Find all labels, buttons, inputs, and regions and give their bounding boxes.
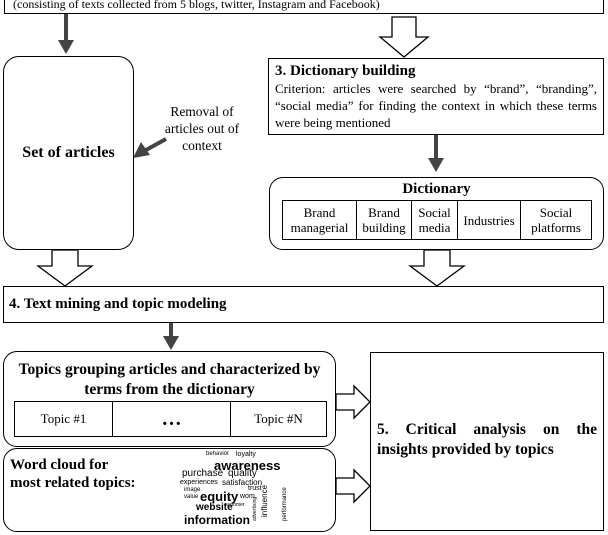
critical-analysis-text: 5. Critical analysis on the insights pro…: [377, 420, 597, 458]
word-cloud-box: Word cloud for most related topics: beha…: [3, 448, 336, 532]
top-box-text: (consisting of texts collected from 5 bl…: [13, 0, 380, 11]
word-cloud-title-line-2: most related topics:: [10, 475, 136, 491]
dictionary-cell-brand-building: Brand building: [357, 201, 412, 239]
block-arrow-topics-to-analysis: [335, 384, 371, 420]
word-experiences: experiences: [180, 479, 218, 486]
word-quality: quality: [228, 468, 257, 479]
word-wom: wom: [240, 493, 255, 500]
text-mining-box: 4. Text mining and topic modeling: [3, 286, 604, 323]
set-of-articles-box: Set of articles: [3, 56, 134, 250]
word-performance: performance: [282, 487, 288, 521]
block-arrow-articles-to-text-mining: [36, 249, 94, 287]
word-website: website: [196, 502, 233, 513]
word-advertising: advertising: [252, 496, 258, 521]
word-value: value: [184, 494, 199, 500]
block-arrow-dictionary-to-text-mining: [408, 249, 466, 287]
topics-table: Topic #1 … Topic #N: [14, 401, 327, 437]
word-trust: trust: [248, 485, 262, 492]
set-of-articles-label: Set of articles: [22, 144, 115, 161]
word-equity: equity: [200, 489, 239, 504]
word-behavior: behavior: [206, 451, 230, 457]
word-satisfaction: satisfaction: [222, 478, 263, 487]
text-mining-title: 4. Text mining and topic modeling: [9, 296, 227, 312]
word-loyalty: loyalty: [236, 451, 256, 458]
dictionary-box: Dictionary Brand managerial Brand buildi…: [269, 177, 604, 250]
dictionary-cell-industries: Industries: [458, 201, 521, 239]
word-purchase: purchase: [182, 468, 224, 479]
removal-note: Removal of articles out of context: [158, 103, 246, 154]
word-customer: customer: [224, 502, 245, 508]
topic-cell-ellipsis: …: [113, 402, 231, 436]
critical-analysis-box: 5. Critical analysis on the insights pro…: [370, 352, 604, 531]
dictionary-table: Brand managerial Brand building Social m…: [282, 200, 592, 240]
arrow-to-dictionary: [428, 134, 444, 172]
word-influence: influence: [260, 484, 269, 517]
word-cloud-image: behavior loyalty awareness purchase qual…: [180, 451, 306, 529]
top-box: (consisting of texts collected from 5 bl…: [4, 0, 604, 14]
word-image: image: [184, 487, 201, 493]
word-cloud-title-line-1: Word cloud for: [10, 457, 109, 473]
topics-title: Topics grouping articles and characteriz…: [18, 361, 321, 398]
block-arrow-wordcloud-to-analysis: [335, 468, 371, 504]
dictionary-building-criterion: Criterion: articles were searched by “br…: [275, 81, 597, 130]
arrow-removal: [133, 137, 167, 158]
arrow-top-to-articles: [58, 14, 74, 54]
arrow-to-topics: [163, 323, 179, 350]
dictionary-cell-brand-managerial: Brand managerial: [283, 201, 357, 239]
block-arrow-to-dictionary-building: [378, 16, 430, 58]
topic-cell-last: Topic #N: [254, 411, 303, 426]
topic-cell-first: Topic #1: [15, 402, 113, 436]
dictionary-title: Dictionary: [402, 181, 471, 197]
dictionary-building-title: 3. Dictionary building: [275, 63, 416, 79]
removal-note-line-1: Removal of: [170, 104, 234, 119]
word-information: information: [184, 513, 250, 527]
dictionary-cell-social-media: Social media: [412, 201, 458, 239]
word-awareness: awareness: [214, 458, 281, 473]
removal-note-line-3: context: [182, 138, 222, 153]
removal-note-line-2: articles out of: [164, 121, 240, 136]
topics-box: Topics grouping articles and characteriz…: [3, 351, 336, 447]
dictionary-cell-social-platforms: Social platforms: [531, 205, 581, 235]
dictionary-building-box: 3. Dictionary building Criterion: articl…: [268, 58, 604, 135]
